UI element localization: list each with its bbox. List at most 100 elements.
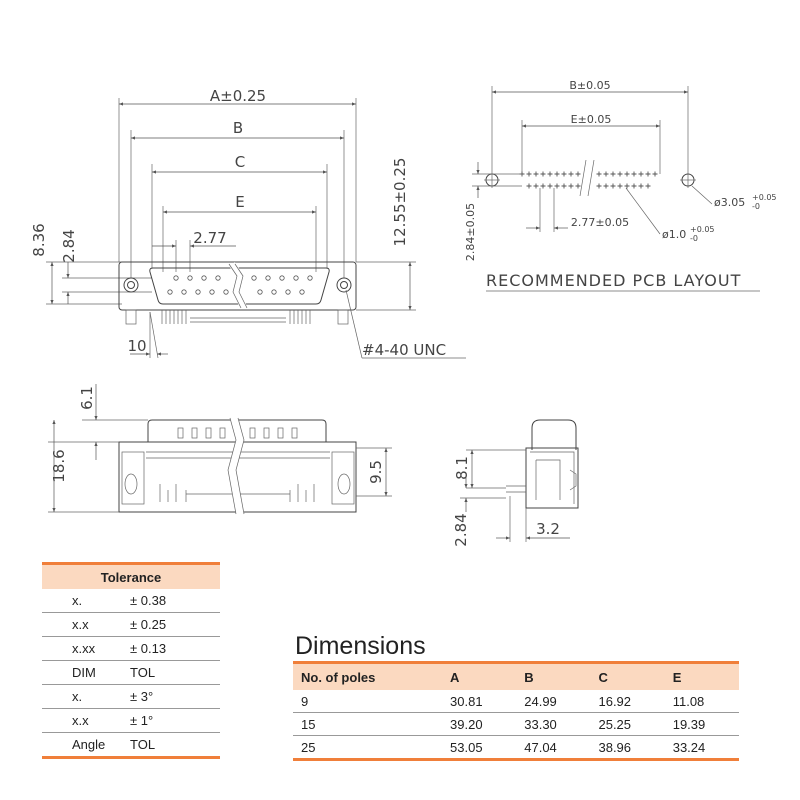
table-cell: DIM [42,660,130,685]
table-cell: Angle [42,732,130,759]
table-cell: 25.25 [590,712,665,736]
pcb-hole [561,183,567,189]
pcb-b-label: B±0.05 [569,79,610,92]
pcb-hole-tol-plus: +0.05 [690,225,715,234]
pcb-hole [554,171,560,177]
pcb-hole [624,183,630,189]
side-view: 8.1 2.84 3.2 [452,419,579,547]
table-cell: TOL [130,732,220,759]
pcb-hole [568,183,574,189]
table-cell: x. [42,684,130,709]
column-header: A [442,661,517,690]
dim-61-label: 6.1 [78,386,96,410]
pcb-hole [638,183,644,189]
column-header: No. of poles [293,661,443,690]
dim-836-label: 8.36 [30,223,48,256]
table-header-row: No. of poles A B C E [293,661,739,690]
pcb-hole [603,171,609,177]
table-cell: 47.04 [516,735,591,761]
pcb-hole-tol-minus: -0 [690,234,698,243]
pcb-hole [638,171,644,177]
pcb-hole [603,183,609,189]
table-cell: 19.39 [664,712,739,736]
pcb-hole [617,171,623,177]
dim-95-label: 9.5 [367,460,385,484]
table-row: x.x± 1° [42,708,220,733]
table-cell: x.xx [42,636,130,661]
table-cell: 25 [293,735,443,761]
pcb-hole [610,171,616,177]
table-cell: x. [42,589,130,613]
table-cell: x.x [42,708,130,733]
dim-284-label: 2.84 [60,229,78,262]
table-cell: 9 [293,690,443,713]
pcb-mount-label: ø3.05 [714,196,745,209]
table-cell: 15 [293,712,443,736]
pcb-hole [617,183,623,189]
table-cell: ± 3° [130,684,220,709]
table-cell: ± 0.38 [130,589,220,613]
pcb-hole [631,183,637,189]
dim-e-label: E [235,193,244,211]
pcb-hole [540,171,546,177]
table-cell: TOL [130,660,220,685]
table-row: x.± 3° [42,684,220,709]
tolerance-title: Tolerance [42,562,220,589]
bottom-view: 6.1 18.6 9.5 [48,384,392,515]
screw-callout: #4-40 UNC [362,341,446,359]
pcb-hole [554,183,560,189]
table-cell: ± 0.13 [130,636,220,661]
column-header: B [516,661,591,690]
pcb-hole [645,171,651,177]
technical-drawing: A±0.25 B C E 2.77 8.36 2.84 12.55±0.25 [30,79,777,547]
tolerance-table: Tolerance x.± 0.38 x.x± 0.25 x.xx± 0.13 … [42,562,220,759]
pcb-mount-tol-minus: -0 [752,202,760,211]
pcb-hole [533,171,539,177]
table-cell: 33.30 [516,712,591,736]
pcb-hole [645,183,651,189]
pcb-hole [652,171,658,177]
pcb-hole [575,183,581,189]
pcb-hole [568,171,574,177]
table-row: x.± 0.38 [42,589,220,613]
pcb-hole [575,171,581,177]
pcb-mount-tol-plus: +0.05 [752,193,777,202]
column-header: E [664,661,739,690]
dim-b-label: B [233,119,243,137]
pcb-hole [561,171,567,177]
front-view: A±0.25 B C E 2.77 8.36 2.84 12.55±0.25 [30,87,466,359]
table-cell: 39.20 [442,712,517,736]
side-284-label: 2.84 [452,513,470,546]
pcb-layout-title: RECOMMENDED PCB LAYOUT [486,271,741,290]
side-32-label: 3.2 [536,520,560,538]
pcb-e-label: E±0.05 [571,113,612,126]
pcb-hole-label: ø1.0 [662,228,686,241]
table-row: x.x± 0.25 [42,612,220,637]
dim-10-label: 10 [127,337,146,355]
pcb-hole [596,171,602,177]
pcb-hole [526,171,532,177]
pcb-hole [610,183,616,189]
dim-a-label: A±0.25 [210,87,266,105]
pcb-hole [540,183,546,189]
pcb-hole [547,183,553,189]
dim-c-label: C [235,153,245,171]
pcb-hole [533,183,539,189]
dim-pitch-label: 2.77 [193,229,226,247]
pcb-hole [624,171,630,177]
table-row: x.xx± 0.13 [42,636,220,661]
column-header: C [590,661,665,690]
dim-186-label: 18.6 [50,449,68,482]
pcb-hole [631,171,637,177]
table-cell: x.x [42,612,130,637]
pcb-layout-view: B±0.05 E±0.05 2.84±0.05 2.77±0.05 ø1.0 +… [464,79,777,292]
table-cell: 24.99 [516,690,591,713]
pcb-row-label: 2.84±0.05 [464,203,477,261]
pcb-hole [526,183,532,189]
